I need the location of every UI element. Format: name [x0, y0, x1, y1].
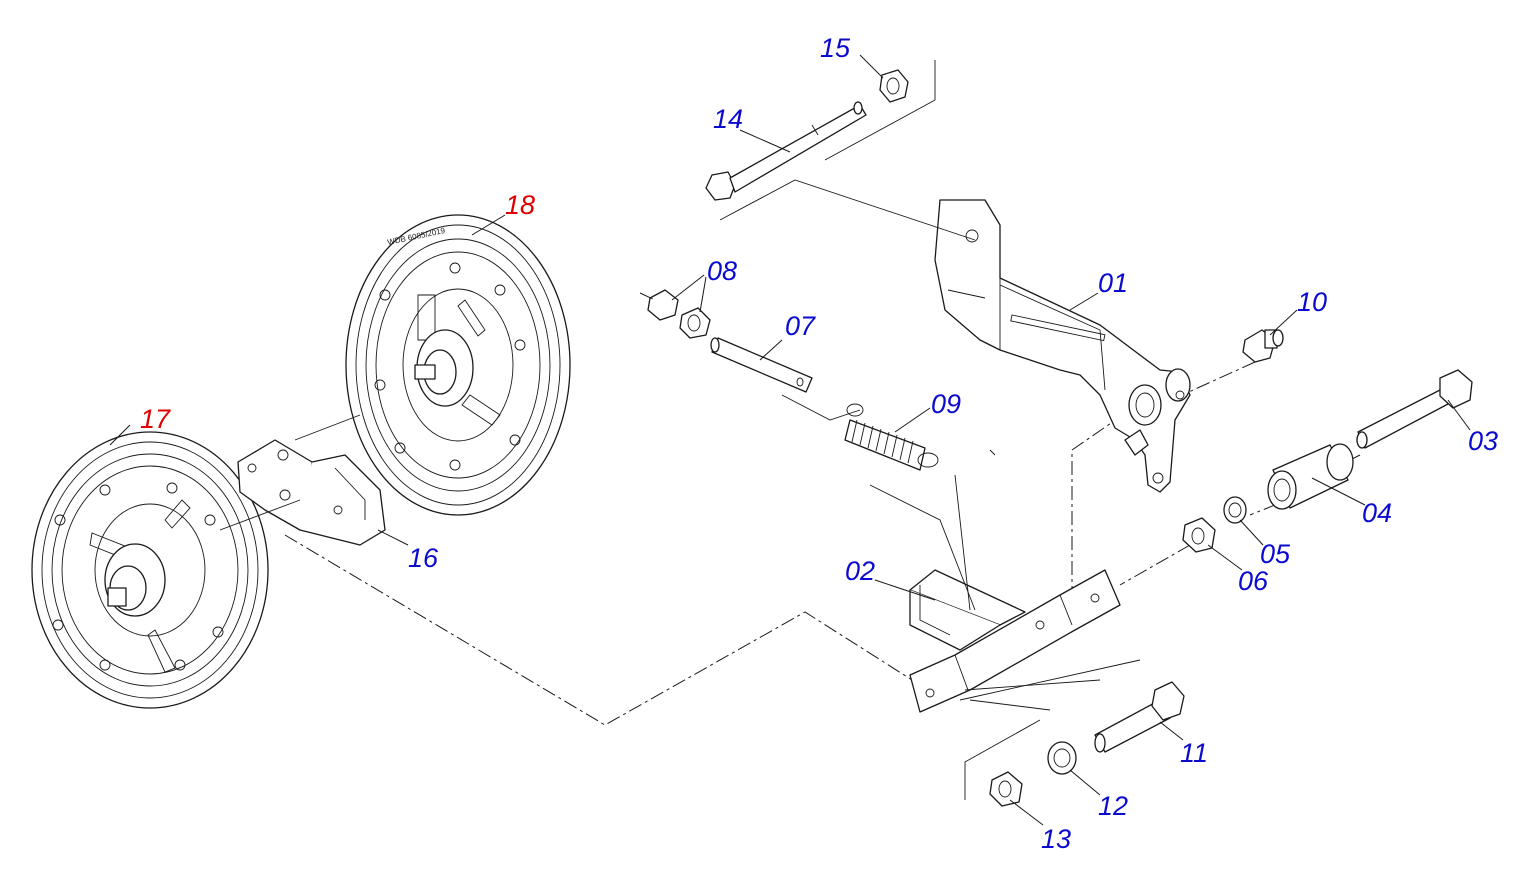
grease-fitting-10 [1242, 329, 1284, 363]
label-16: 16 [408, 543, 439, 573]
bracket-02 [869, 449, 1141, 713]
wheel-18: WDB 6085/2019 [345, 214, 571, 516]
label-12: 12 [1098, 791, 1128, 821]
nut-15 [879, 69, 909, 103]
pin-07 [710, 337, 861, 421]
label-13: 13 [1041, 824, 1071, 854]
label-18: 18 [505, 190, 535, 220]
leader-lines [109, 54, 1471, 826]
part-labels: 01 02 03 04 05 06 07 08 09 10 11 12 13 1… [140, 33, 1498, 854]
label-09: 09 [931, 389, 961, 419]
label-07: 07 [785, 311, 816, 341]
bushing-04 [1267, 443, 1354, 510]
label-17: 17 [140, 404, 171, 434]
washer-05 [1223, 496, 1247, 524]
label-06: 06 [1238, 566, 1269, 596]
wheel-bracket-16 [219, 414, 386, 546]
washer-12 [1047, 741, 1077, 775]
label-15: 15 [820, 33, 851, 63]
label-01: 01 [1098, 268, 1128, 298]
bolt-11 [1094, 681, 1185, 753]
nuts-08 [639, 289, 711, 339]
bolt-14 [705, 60, 976, 241]
arm-01 [934, 199, 1191, 493]
label-04: 04 [1362, 498, 1392, 528]
label-08: 08 [707, 256, 737, 286]
nut-13 [964, 719, 1041, 807]
label-02: 02 [845, 556, 875, 586]
wheel-17 [31, 431, 269, 709]
spring-09 [844, 403, 939, 471]
label-11: 11 [1180, 738, 1208, 768]
bolt-03 [1356, 369, 1473, 449]
label-03: 03 [1468, 426, 1498, 456]
label-14: 14 [713, 104, 743, 134]
label-10: 10 [1297, 287, 1327, 317]
label-05: 05 [1260, 539, 1291, 569]
